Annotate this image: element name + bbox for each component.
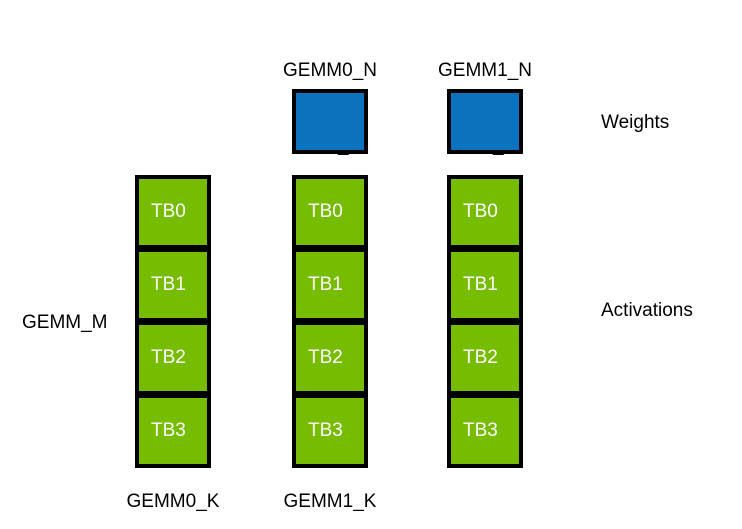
activation-column-gemm1: TB0 TB1 TB2 TB3	[447, 175, 523, 468]
activation-cell: TB0	[135, 175, 211, 249]
activation-cell-label: TB2	[308, 347, 343, 368]
gemm0-n-header-line1: GEMM0_N	[283, 60, 377, 81]
activation-cell-label: TB1	[308, 274, 343, 295]
activation-cell: TB3	[292, 394, 368, 468]
activation-cell: TB2	[135, 321, 211, 395]
activation-cell: TB1	[447, 248, 523, 322]
activation-column-input: TB0 TB1 TB2 TB3	[135, 175, 211, 468]
weights-row-label: Weights	[601, 112, 670, 133]
activation-cell: TB2	[447, 321, 523, 395]
activation-cell: TB0	[292, 175, 368, 249]
activation-cell-label: TB0	[151, 201, 186, 222]
activation-column-gemm0: TB0 TB1 TB2 TB3	[292, 175, 368, 468]
activation-cell: TB2	[292, 321, 368, 395]
gemm1-weight-block	[447, 89, 523, 154]
activation-cell-label: TB3	[308, 420, 343, 441]
activation-cell-label: TB0	[463, 201, 498, 222]
activation-cell: TB1	[135, 248, 211, 322]
activation-cell: TB3	[447, 394, 523, 468]
activation-cell-label: TB2	[151, 347, 186, 368]
activations-row-label: Activations	[601, 300, 693, 321]
activation-cell-label: TB1	[151, 274, 186, 295]
activation-cell-label: TB3	[463, 420, 498, 441]
gemm1-n-header-line1: GEMM1_N	[438, 60, 532, 81]
gemm1-k-label: GEMM1_K	[283, 491, 377, 512]
activation-cell: TB1	[292, 248, 368, 322]
gemm0-k-label: GEMM0_K	[126, 491, 220, 512]
activation-cell-label: TB3	[151, 420, 186, 441]
activation-cell-label: TB2	[463, 347, 498, 368]
activation-cell: TB3	[135, 394, 211, 468]
gemm0-weight-block	[292, 89, 368, 154]
activation-cell-label: TB1	[463, 274, 498, 295]
activation-cell-label: TB0	[308, 201, 343, 222]
gemm-m-label: GEMM_M	[22, 312, 108, 333]
activation-cell: TB0	[447, 175, 523, 249]
